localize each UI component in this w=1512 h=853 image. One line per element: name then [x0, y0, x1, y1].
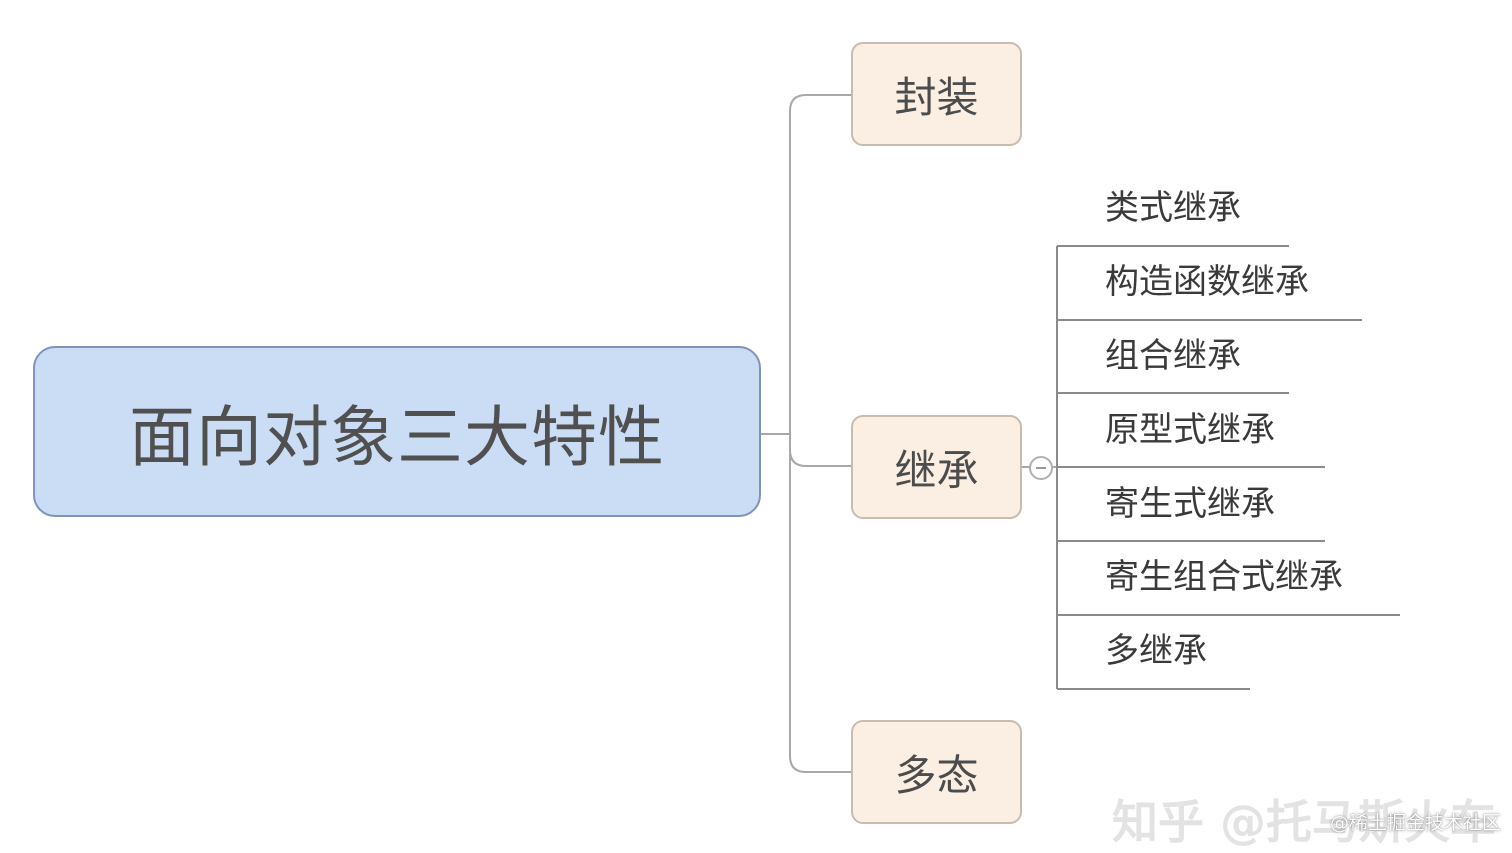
juejin-watermark: @稀土掘金技术社区: [1330, 812, 1502, 834]
inheritance-connector: [789, 449, 851, 467]
branch-node-polymorphism[interactable]: 多态: [851, 720, 1022, 824]
leaf-node[interactable]: 原型式继承: [1105, 410, 1275, 450]
leaf-node[interactable]: 多继承: [1105, 631, 1207, 671]
branch-label: 封装: [894, 72, 979, 122]
branch-label: 多态: [894, 750, 979, 800]
leaf-node[interactable]: 寄生式继承: [1105, 484, 1275, 524]
branch-label: 继承: [894, 445, 979, 495]
collapse-toggle-icon[interactable]: [1029, 456, 1053, 480]
root-label: 面向对象三大特性: [129, 398, 665, 476]
leaf-node[interactable]: 构造函数继承: [1105, 262, 1309, 302]
branch-node-inheritance[interactable]: 继承: [851, 415, 1022, 519]
zhihu-watermark: 知乎 @托马斯火车: [1112, 795, 1497, 849]
branch-trunk: [789, 94, 851, 773]
branch-node-encapsulation[interactable]: 封装: [851, 42, 1022, 146]
leaf-node[interactable]: 类式继承: [1105, 188, 1241, 228]
leaf-node[interactable]: 组合继承: [1105, 336, 1241, 376]
leaf-node[interactable]: 寄生组合式继承: [1105, 557, 1343, 597]
root-node[interactable]: 面向对象三大特性: [33, 346, 761, 517]
